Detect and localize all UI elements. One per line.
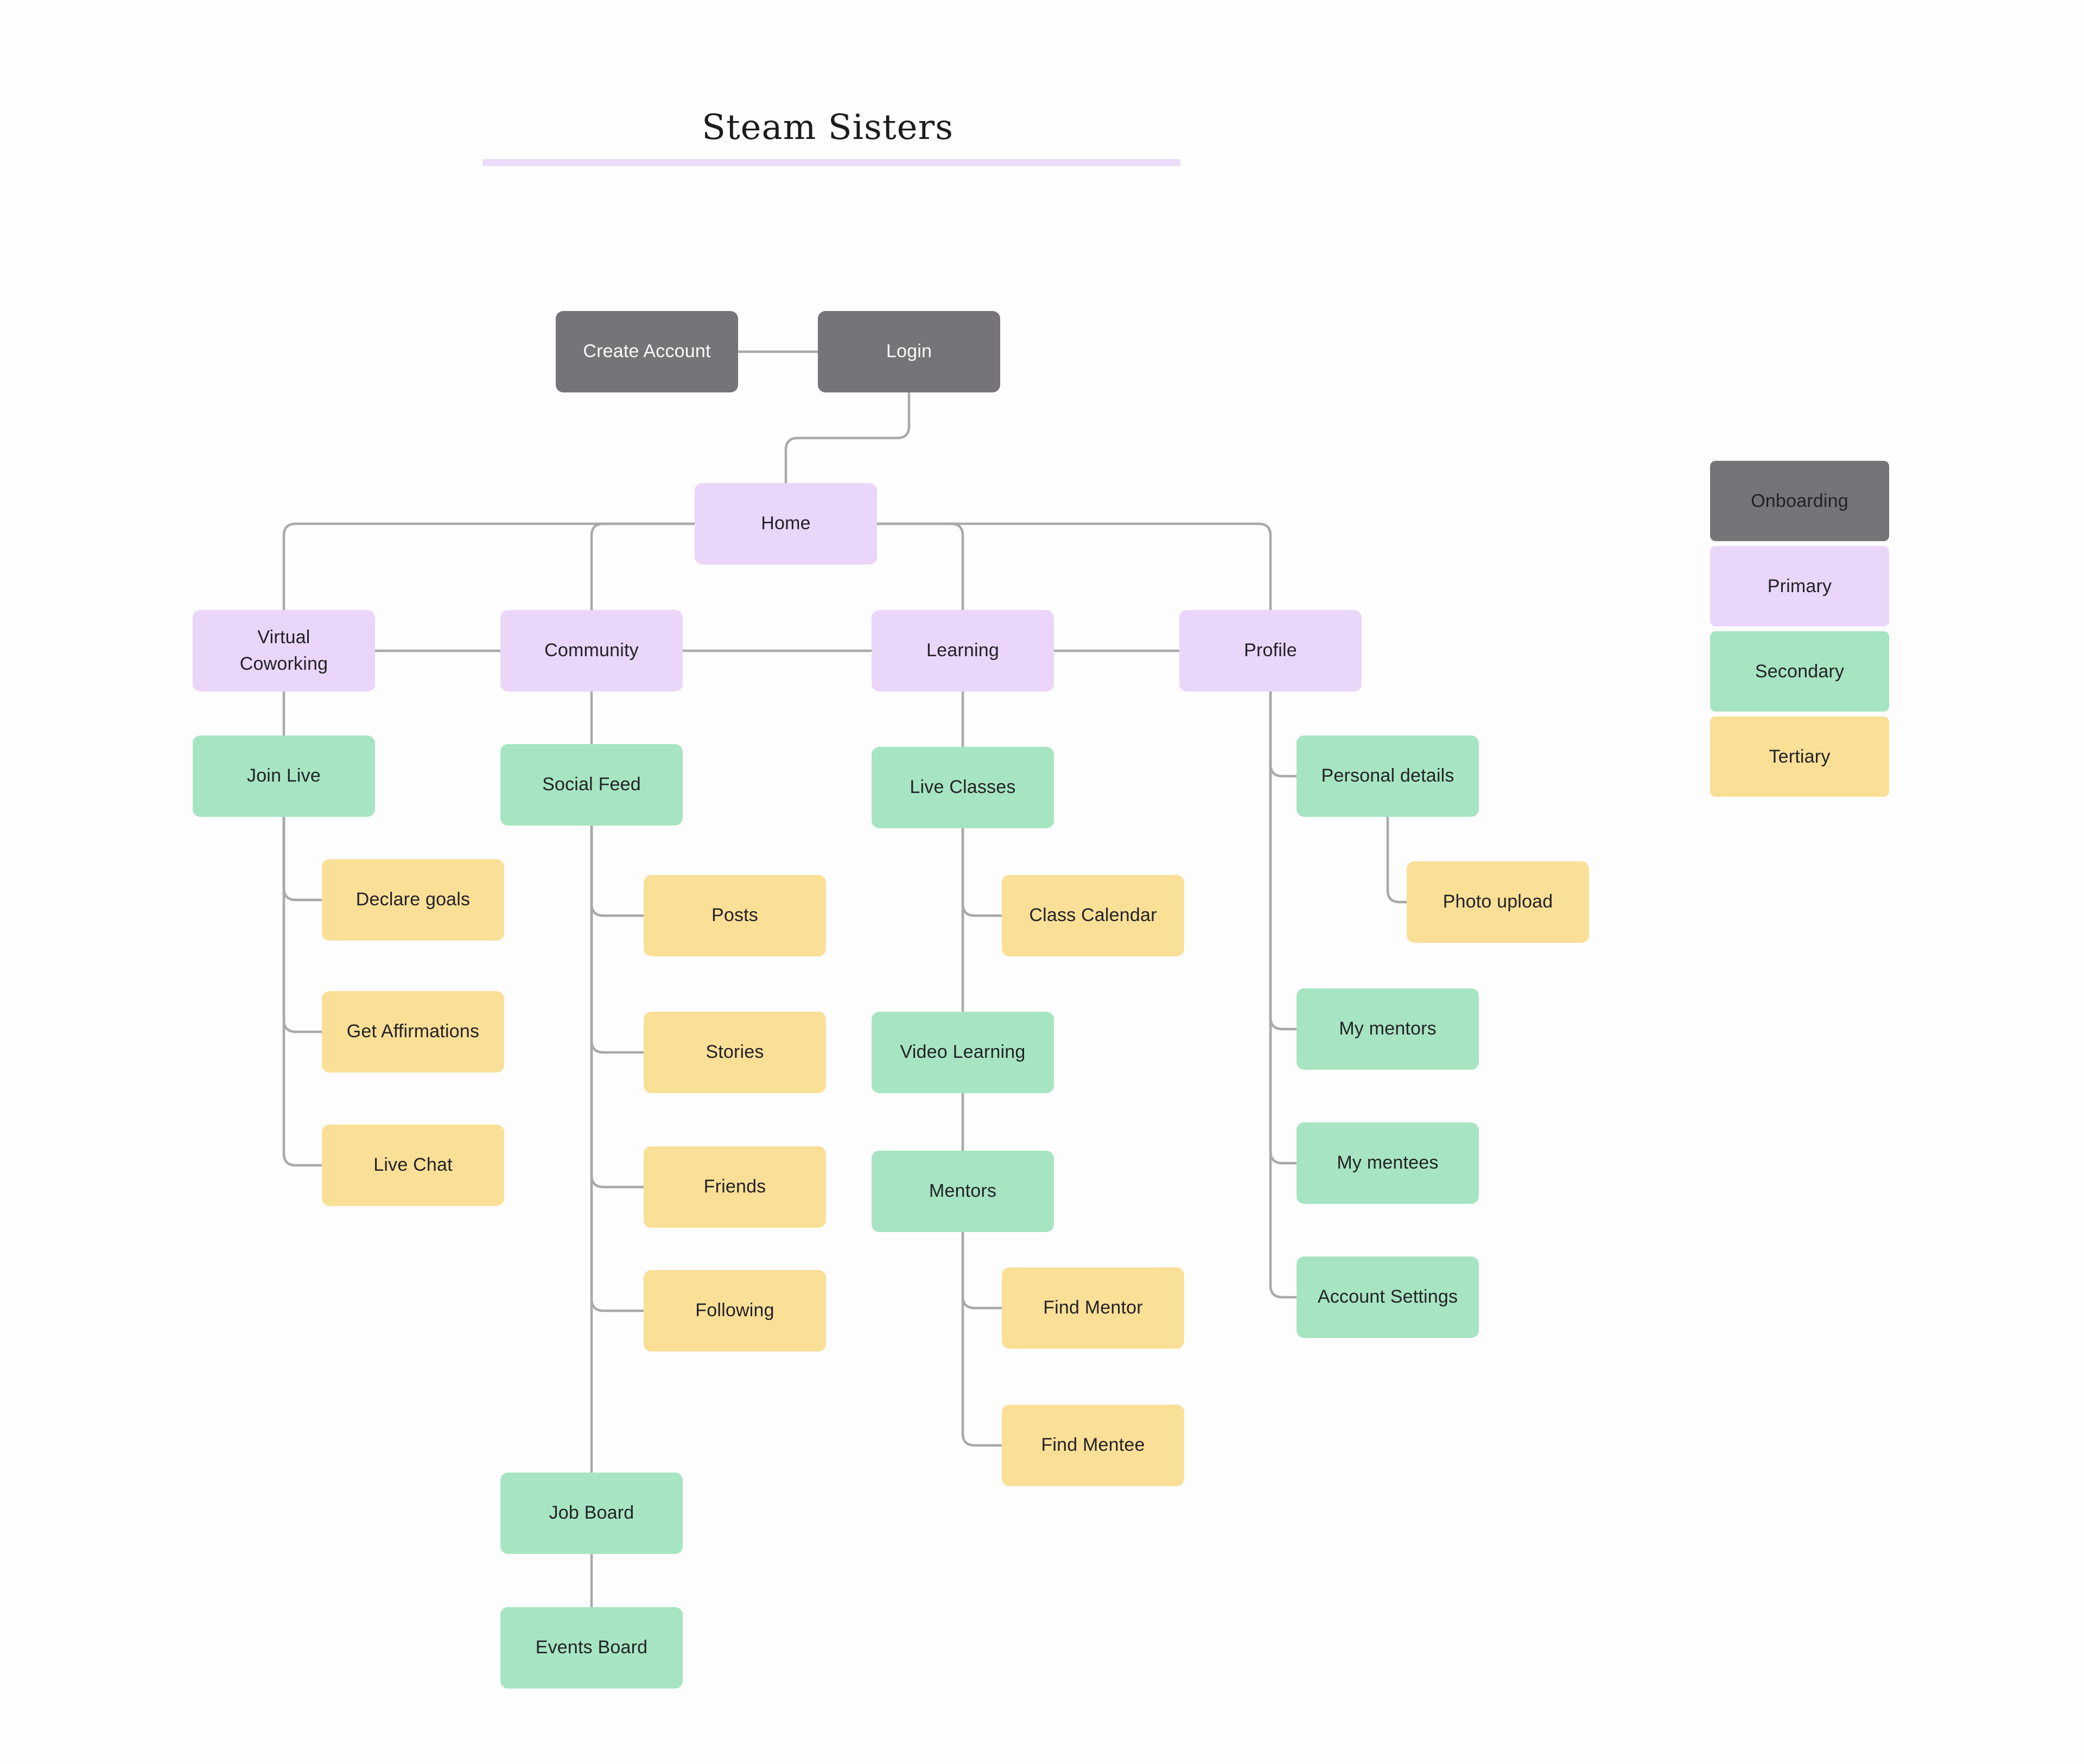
connector-social-feed-stories: [590, 826, 644, 1054]
node-account-settings[interactable]: Account Settings: [1297, 1257, 1479, 1338]
node-community[interactable]: Community: [500, 610, 683, 691]
node-virtual-coworking[interactable]: Virtual Coworking: [193, 610, 375, 691]
node-live-classes[interactable]: Live Classes: [872, 747, 1054, 828]
node-declare-goals[interactable]: Declare goals: [322, 859, 504, 941]
title-underline: [482, 159, 1180, 166]
node-get-affirmations[interactable]: Get Affirmations: [322, 991, 504, 1073]
node-stories[interactable]: Stories: [644, 1012, 826, 1093]
connector-login-home: [784, 391, 911, 483]
connector-home-learning: [877, 522, 964, 610]
node-create-account[interactable]: Create Account: [556, 311, 738, 392]
connector-profile-personal-details: [1269, 691, 1297, 778]
node-video-learning[interactable]: Video Learning: [872, 1012, 1054, 1093]
node-personal-details[interactable]: Personal details: [1297, 735, 1479, 817]
node-my-mentees[interactable]: My mentees: [1297, 1122, 1479, 1204]
node-following[interactable]: Following: [644, 1270, 826, 1351]
legend-item-onboarding: Onboarding: [1710, 461, 1889, 541]
connector-live-classes-class-calendar: [961, 828, 1002, 917]
legend-item-tertiary: Tertiary: [1710, 716, 1889, 797]
connector-profile-my-mentors: [1269, 691, 1297, 1031]
connector-join-live-declare-goals: [282, 817, 322, 902]
node-join-live[interactable]: Join Live: [193, 735, 375, 817]
node-posts[interactable]: Posts: [644, 875, 826, 956]
connector-mentors-find-mentor: [961, 1232, 1002, 1310]
connector-mentors-find-mentee: [961, 1232, 1002, 1447]
node-class-calendar[interactable]: Class Calendar: [1002, 875, 1184, 956]
legend-item-primary: Primary: [1710, 546, 1889, 626]
node-live-chat[interactable]: Live Chat: [322, 1125, 504, 1206]
node-login[interactable]: Login: [818, 311, 1000, 392]
connector-profile-account-settings: [1269, 691, 1297, 1299]
connector-social-feed-posts: [590, 826, 644, 917]
node-events-board[interactable]: Events Board: [500, 1607, 683, 1689]
connector-profile-my-mentees: [1269, 691, 1297, 1165]
connector-home-community: [590, 522, 695, 610]
node-friends[interactable]: Friends: [644, 1146, 826, 1228]
node-find-mentor[interactable]: Find Mentor: [1002, 1267, 1184, 1349]
node-learning[interactable]: Learning: [872, 610, 1054, 691]
connector-join-live-live-chat: [282, 817, 322, 1167]
connector-social-feed-following: [590, 826, 644, 1312]
node-my-mentors[interactable]: My mentors: [1297, 988, 1479, 1070]
node-job-board[interactable]: Job Board: [500, 1473, 683, 1554]
page-title: Steam Sisters: [702, 107, 954, 148]
legend-item-secondary: Secondary: [1710, 631, 1889, 712]
connector-social-feed-friends: [590, 826, 644, 1189]
node-social-feed[interactable]: Social Feed: [500, 744, 683, 826]
connector-personal-details-photo-upload: [1386, 817, 1407, 904]
node-find-mentee[interactable]: Find Mentee: [1002, 1405, 1184, 1486]
connector-home-virtual-coworking: [282, 522, 695, 610]
node-mentors[interactable]: Mentors: [872, 1151, 1054, 1232]
connector-join-live-get-affirmations: [282, 817, 322, 1033]
connector-home-profile: [877, 522, 1272, 610]
node-profile[interactable]: Profile: [1179, 610, 1362, 691]
node-home[interactable]: Home: [695, 483, 877, 564]
node-photo-upload[interactable]: Photo upload: [1407, 861, 1589, 943]
